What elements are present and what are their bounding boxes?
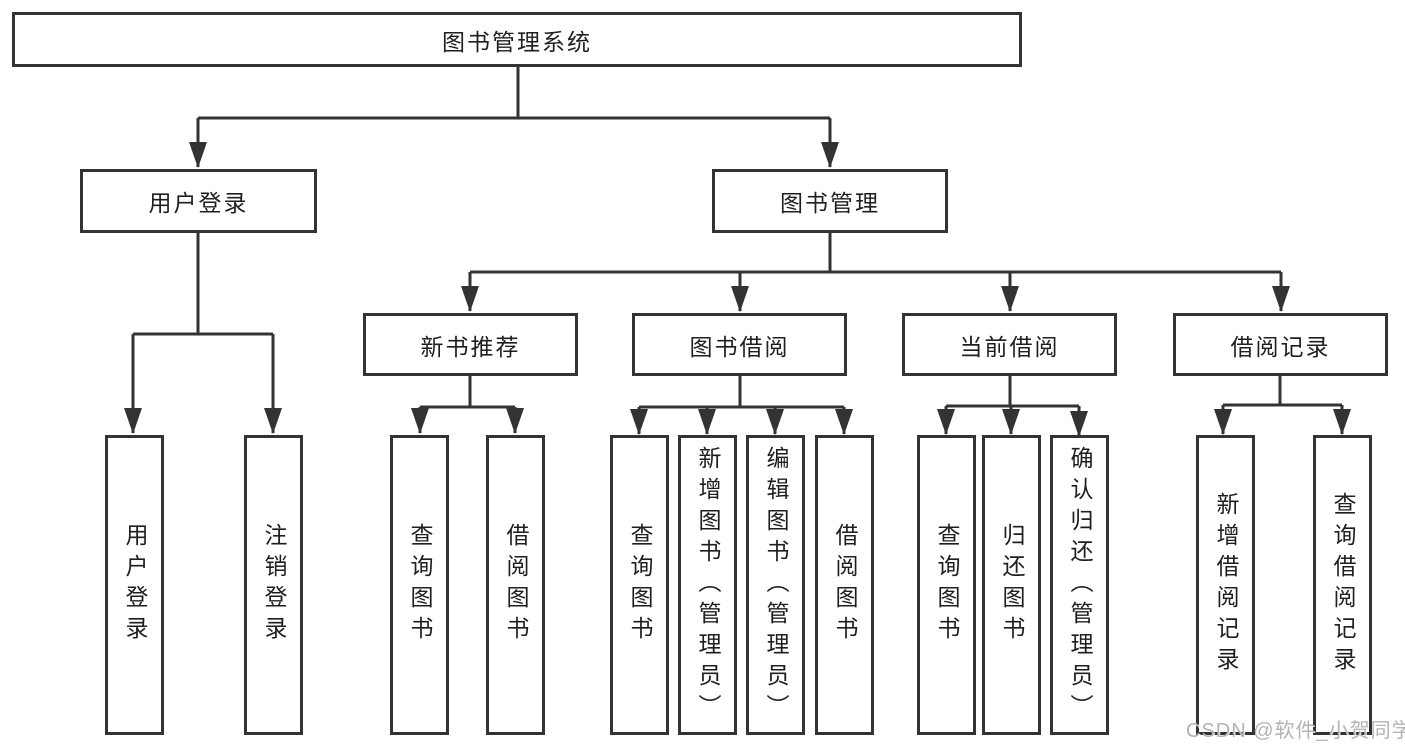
leaf-records-add-record: 新增借阅记录 bbox=[1196, 435, 1255, 735]
leaf-current-query-book: 查询图书 bbox=[917, 435, 976, 735]
watermark: CSDN @软件_小贺同学 bbox=[1186, 720, 1405, 742]
leaf-current-return-book: 归还图书 bbox=[982, 435, 1041, 735]
leaf-borrow-edit-book-admin: 编辑图书（管理员） bbox=[746, 435, 805, 735]
connector-arrow-stems bbox=[124, 118, 1351, 437]
leaf-user-login: 用户登录 bbox=[105, 435, 164, 735]
leaf-borrow-borrow-book: 借阅图书 bbox=[815, 435, 874, 735]
leaf-borrow-add-book-admin: 新增图书（管理员） bbox=[678, 435, 737, 735]
node-user-login: 用户登录 bbox=[80, 169, 317, 233]
node-borrow-records: 借阅记录 bbox=[1173, 313, 1388, 376]
node-book-borrow: 图书借阅 bbox=[632, 313, 847, 376]
leaf-recommend-query-book: 查询图书 bbox=[390, 435, 449, 735]
node-book-management: 图书管理 bbox=[712, 169, 948, 233]
connector-trunk-lines bbox=[133, 66, 1342, 409]
node-library-system: 图书管理系统 bbox=[12, 12, 1022, 67]
leaf-logout: 注销登录 bbox=[244, 435, 303, 735]
node-new-book-recommend: 新书推荐 bbox=[363, 313, 578, 376]
node-current-borrow: 当前借阅 bbox=[902, 313, 1117, 376]
leaf-records-query-record: 查询借阅记录 bbox=[1313, 435, 1372, 735]
leaf-recommend-borrow-book: 借阅图书 bbox=[486, 435, 545, 735]
leaf-current-confirm-return-admin: 确认归还（管理员） bbox=[1050, 435, 1109, 735]
leaf-borrow-query-book: 查询图书 bbox=[610, 435, 669, 735]
